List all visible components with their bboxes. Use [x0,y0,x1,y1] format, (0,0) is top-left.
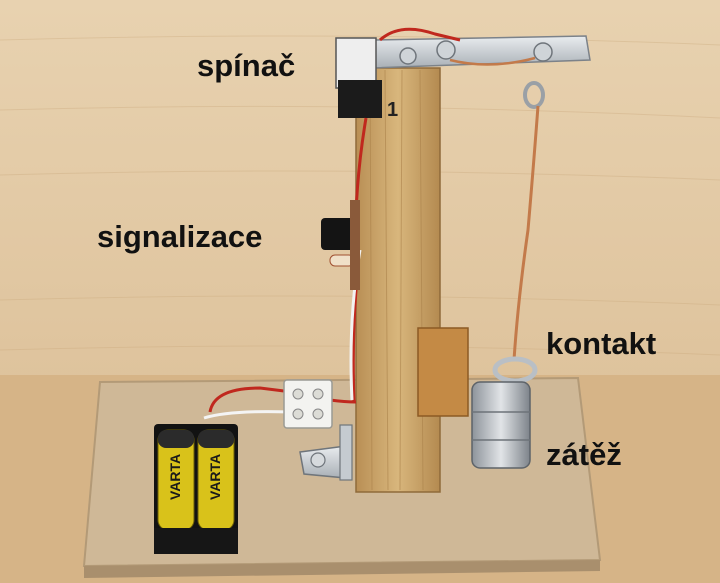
arm-screw-2 [436,40,456,60]
microswitch-base [338,80,382,118]
wooden-post [355,67,441,493]
terminal-block [283,379,333,429]
battery-brand-left: VARTA [167,454,183,500]
terminal-screw-2 [312,388,324,400]
post-marking: 1 [387,99,398,121]
copper-wire-arm [449,56,536,66]
label-signal: signalizace [97,219,263,254]
red-wire-base [208,386,293,413]
battery-left-band [158,430,194,448]
label-contact: kontakt [546,326,657,361]
circuit-strip [350,200,360,290]
bracket-upright [339,424,353,481]
white-wire-base [203,410,291,420]
terminal-screw-4 [312,408,324,420]
wooden-stop-block [417,327,469,417]
eye-hook [523,81,545,109]
base-board-edge [84,560,600,578]
battery-right-band [198,430,234,448]
arm-screw-3 [533,42,553,62]
battery-holder-bottom [154,528,238,554]
weight-nut-stack [471,381,531,469]
label-load: zátěž [546,437,622,472]
arm-screw-1 [399,47,417,65]
terminal-screw-3 [292,408,304,420]
post-grain [369,69,424,491]
label-switch: spínač [197,48,296,83]
microswitch-body [335,37,377,89]
contact-ring [492,356,538,384]
battery-brand-right: VARTA [207,454,223,500]
copper-hanging-wire [512,105,540,361]
bracket-screw [310,452,326,468]
red-wire-top [378,27,461,42]
buzzer [321,218,355,250]
terminal-screw-1 [292,388,304,400]
